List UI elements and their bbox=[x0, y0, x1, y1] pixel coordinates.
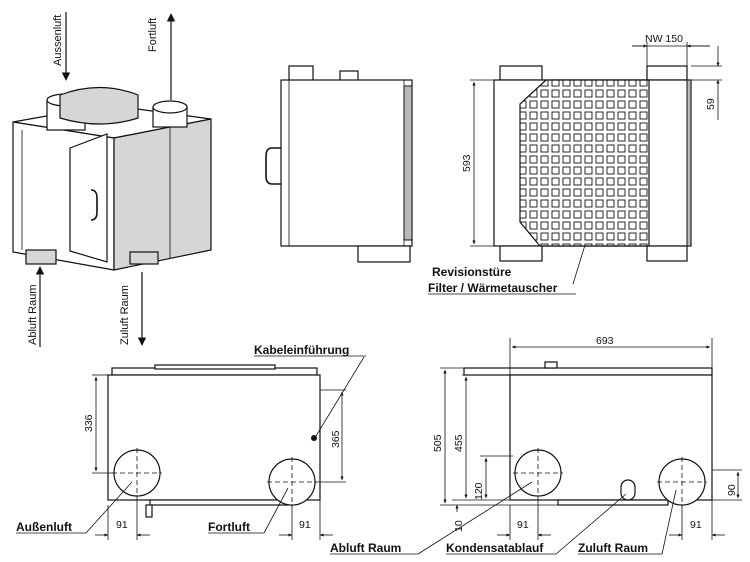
label-filter-waermetauscher: Filter / Wärmetauscher bbox=[428, 281, 558, 295]
door-panel bbox=[69, 133, 108, 263]
label-aussenluft: Außenluft bbox=[16, 520, 72, 534]
front-top-spigot-left bbox=[499, 65, 543, 81]
housing-right-face bbox=[113, 118, 212, 271]
dim-59: 59 bbox=[705, 98, 717, 110]
side-top-spigot-left bbox=[288, 65, 314, 82]
dim-91-b: 91 bbox=[299, 519, 311, 531]
bottom-view-2: 693 505 455 120 90 10 91 91 Abluft Raum bbox=[330, 335, 742, 555]
dim-505: 505 bbox=[432, 434, 444, 452]
dim-455: 455 bbox=[453, 434, 465, 452]
label-revisionstuere: Revisionstüre bbox=[432, 265, 512, 279]
dim-nw150: NW 150 bbox=[645, 33, 683, 45]
dim-120: 120 bbox=[473, 482, 485, 500]
bv2-top-strip bbox=[463, 367, 713, 376]
isometric-view: Aussenluft Fortluft Abluft Raum Zuluft R… bbox=[12, 12, 212, 347]
front-bottom-spigot-right bbox=[646, 245, 688, 262]
side-handle bbox=[265, 147, 281, 185]
door-handle bbox=[90, 189, 98, 221]
filter-grid bbox=[519, 79, 650, 247]
dim-91-d: 91 bbox=[690, 519, 702, 531]
dim-90: 90 bbox=[726, 484, 738, 496]
front-bottom-spigot-left bbox=[499, 245, 543, 262]
dim-365: 365 bbox=[330, 430, 342, 448]
aussenluft-arrow-label: Aussenluft bbox=[52, 15, 64, 66]
label-abluft-raum: Abluft Raum bbox=[330, 541, 401, 555]
top-spigots bbox=[46, 86, 188, 131]
side-body bbox=[280, 79, 413, 247]
side-view bbox=[265, 65, 413, 263]
label-zuluft-raum: Zuluft Raum bbox=[578, 541, 648, 555]
dim-10: 10 bbox=[453, 520, 465, 532]
dim-336: 336 bbox=[83, 414, 95, 432]
dim-593: 593 bbox=[461, 154, 473, 172]
front-top-spigot-right bbox=[646, 65, 688, 81]
abluft-raum-arrow-label: Abluft Raum bbox=[27, 284, 39, 345]
dim-91-a: 91 bbox=[116, 519, 128, 531]
dim-693: 693 bbox=[596, 335, 614, 347]
zuluft-raum-arrow-label: Zuluft Raum bbox=[119, 285, 131, 345]
side-bottom-spigot bbox=[357, 245, 411, 263]
label-kondensatablauf: Kondensatablauf bbox=[446, 541, 544, 555]
front-view: NW 150 59 593 Revisionstüre Filter / Wär… bbox=[428, 33, 722, 295]
bv1-cable-entry bbox=[311, 435, 317, 441]
fortluft-arrow-label: Fortluft bbox=[147, 18, 159, 52]
label-kabeleinfuehrung: Kabeleinführung bbox=[254, 343, 349, 357]
bottom-view-1: 336 365 91 91 Kabeleinführung Außenluft … bbox=[16, 343, 366, 540]
label-fortluft: Fortluft bbox=[208, 520, 250, 534]
dim-91-c: 91 bbox=[517, 519, 529, 531]
